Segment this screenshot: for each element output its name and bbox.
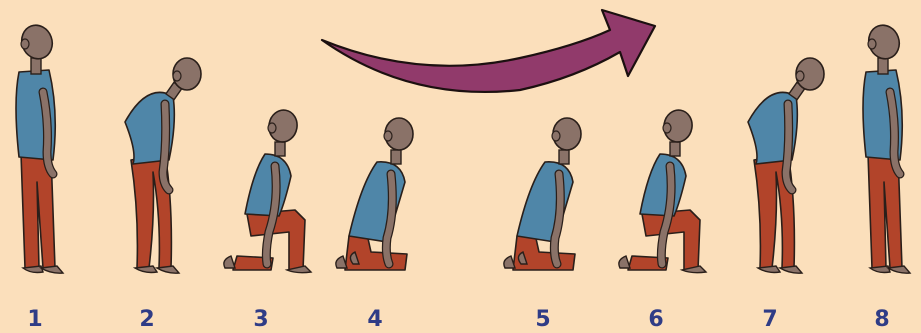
step-number-4: 4 bbox=[367, 309, 382, 331]
step-number-6: 6 bbox=[648, 309, 663, 331]
figure-step-8 bbox=[863, 21, 910, 273]
figure-step-2 bbox=[125, 58, 201, 273]
step-number-3: 3 bbox=[253, 309, 268, 331]
step-number-1: 1 bbox=[27, 309, 42, 331]
figure-step-1 bbox=[16, 21, 63, 273]
figure-step-5 bbox=[504, 118, 581, 270]
step-number-8: 8 bbox=[874, 309, 889, 331]
step-number-5: 5 bbox=[535, 309, 550, 331]
curved-arrow-right-icon bbox=[322, 10, 655, 92]
step-number-7: 7 bbox=[762, 309, 777, 331]
step-number-2: 2 bbox=[139, 309, 154, 331]
figure-step-4 bbox=[336, 118, 413, 270]
figure-step-6 bbox=[619, 108, 706, 273]
figure-step-3 bbox=[224, 108, 311, 273]
figure-step-7 bbox=[748, 58, 824, 273]
